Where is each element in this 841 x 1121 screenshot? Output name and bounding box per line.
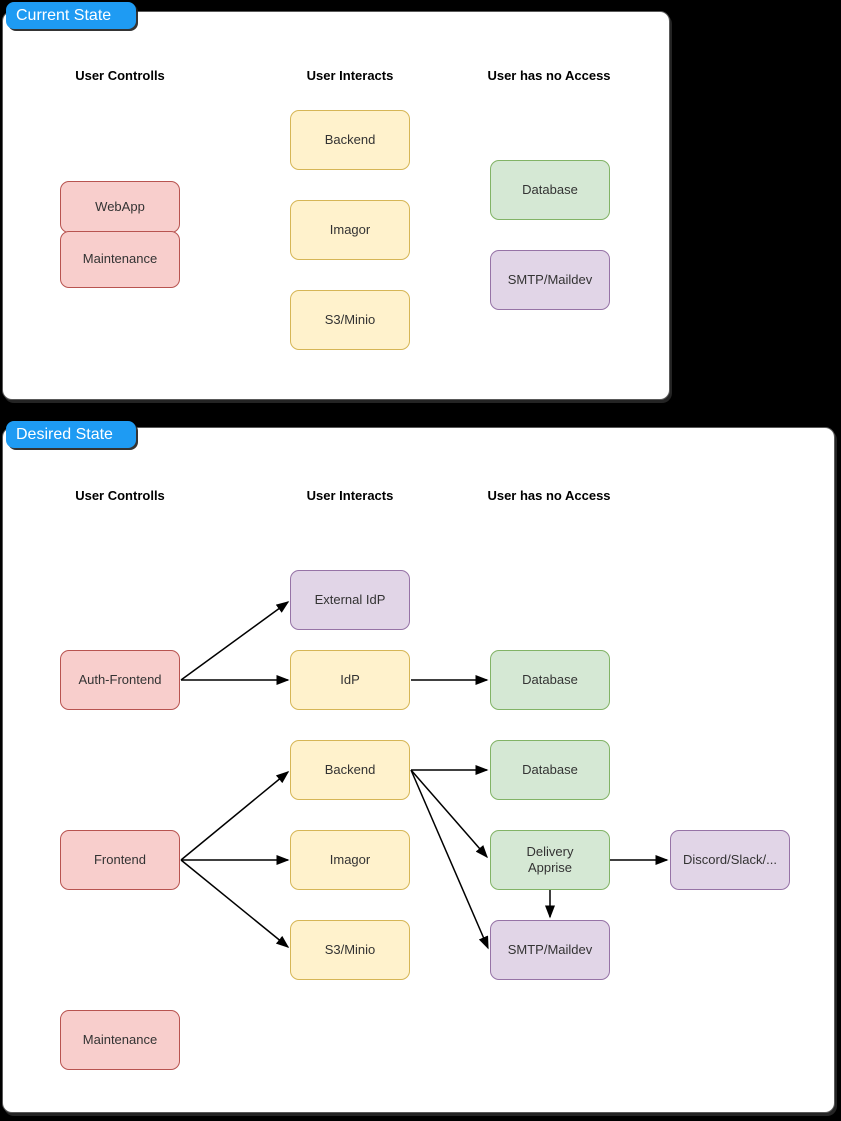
column-header-user-has-no-access: User has no Access [487,488,611,503]
node-smtp-maildev[interactable]: SMTP/Maildev [490,920,610,980]
column-header-user-has-no-access: User has no Access [487,68,611,83]
panel-title: Current State [16,6,112,24]
node-discord-slack[interactable]: Discord/Slack/... [670,830,790,890]
node-label: Backend [324,131,376,147]
node-maintenance[interactable]: Maintenance [60,231,180,288]
node-label: Imagor [329,851,371,867]
node-database-1[interactable]: Database [490,650,610,710]
node-idp[interactable]: IdP [290,650,410,710]
node-auth-frontend[interactable]: Auth-Frontend [60,650,180,710]
node-label: SMTP/Maildev [507,941,593,957]
node-label: Discord/Slack/... [683,851,777,867]
column-header-user-interacts: User Interacts [306,488,394,503]
panel-title-tab-current-state[interactable]: Current State [6,2,136,29]
node-label: External IdP [314,591,386,607]
node-database-2[interactable]: Database [490,740,610,800]
node-label: Maintenance [82,1031,158,1047]
node-label: S3/Minio [324,941,376,957]
node-label: WebApp [95,198,145,214]
node-label: Maintenance [82,251,158,267]
node-imagor[interactable]: Imagor [290,830,410,890]
node-backend[interactable]: Backend [290,110,410,170]
node-external-idp[interactable]: External IdP [290,570,410,630]
panel-title: Desired State [16,425,113,443]
node-label: Frontend [93,851,147,867]
node-s3-minio[interactable]: S3/Minio [290,290,410,350]
node-delivery-apprise[interactable]: Delivery Apprise [490,830,610,890]
node-label: Database [522,761,578,777]
node-label: Database [522,671,578,687]
panel-title-tab-desired-state[interactable]: Desired State [6,421,136,448]
node-webapp[interactable]: WebApp [60,181,180,233]
column-header-user-controlls: User Controlls [75,68,165,83]
node-label: IdP [340,671,360,687]
node-imagor[interactable]: Imagor [290,200,410,260]
node-smtp-maildev[interactable]: SMTP/Maildev [490,250,610,310]
node-frontend[interactable]: Frontend [60,830,180,890]
column-header-user-interacts: User Interacts [306,68,394,83]
node-label: Imagor [329,221,371,237]
node-database[interactable]: Database [490,160,610,220]
node-label: Delivery Apprise [526,843,574,875]
node-label: S3/Minio [324,311,376,327]
node-maintenance[interactable]: Maintenance [60,1010,180,1070]
node-s3-minio[interactable]: S3/Minio [290,920,410,980]
node-backend[interactable]: Backend [290,740,410,800]
node-label: Database [522,181,578,197]
node-label: SMTP/Maildev [507,271,593,287]
node-label: Auth-Frontend [78,671,162,687]
node-label: Backend [324,761,376,777]
column-header-user-controlls: User Controlls [75,488,165,503]
